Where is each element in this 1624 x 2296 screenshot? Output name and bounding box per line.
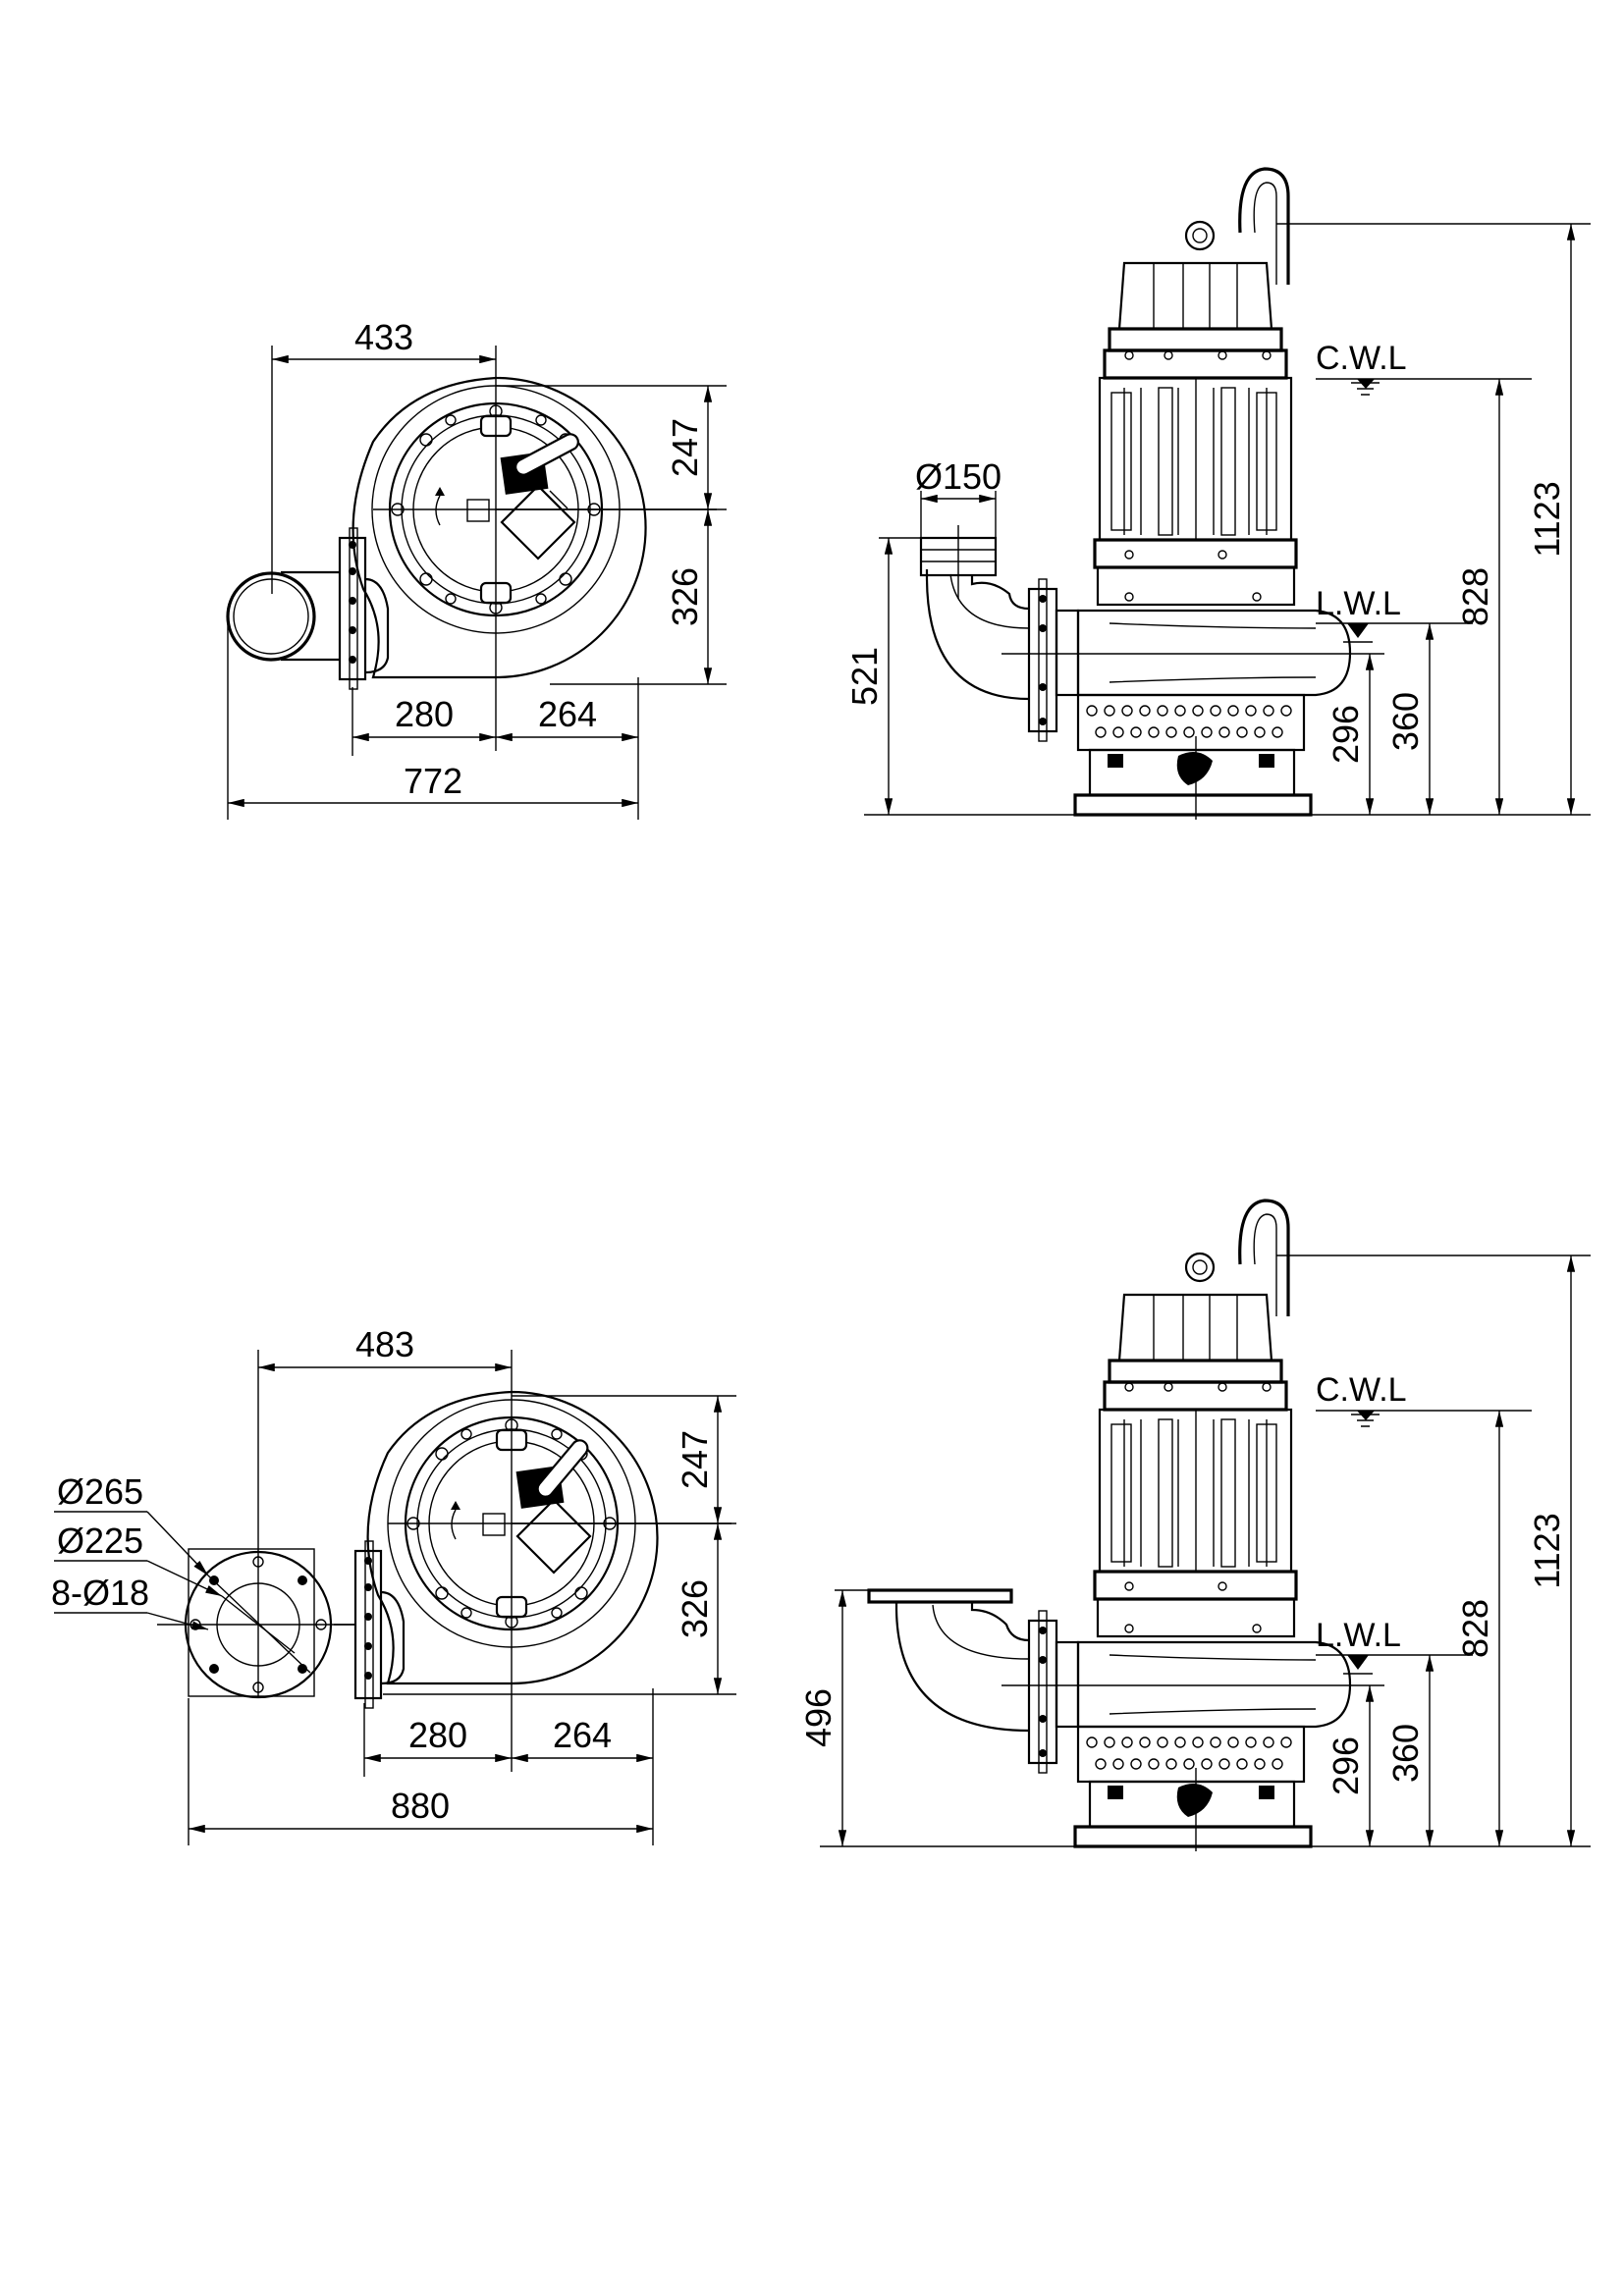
bottom-side-dim-496: 496 — [798, 1688, 839, 1747]
top-plan-view: 433 247 326 280 264 772 — [226, 317, 727, 820]
bottom-side-lwl-label: L.W.L — [1316, 1617, 1401, 1654]
top-side-dim-150: Ø150 — [915, 456, 1001, 497]
top-side-view: Ø150 521 C.W.L L.W.L 296 360 828 1123 — [844, 167, 1591, 820]
top-plan-dim-264: 264 — [538, 694, 597, 734]
top-plan-dim-280: 280 — [395, 694, 454, 734]
top-side-dim-521: 521 — [844, 647, 885, 706]
bottom-side-dim-828: 828 — [1455, 1599, 1495, 1658]
bottom-plan-dim-225: Ø225 — [57, 1521, 143, 1561]
bottom-plan-dim-483: 483 — [355, 1324, 414, 1364]
bottom-plan-dim-264: 264 — [553, 1715, 612, 1755]
top-plan-dim-247: 247 — [665, 418, 705, 477]
top-side-strainer-holes — [1086, 705, 1292, 738]
bottom-plan-dim-880: 880 — [391, 1786, 450, 1826]
bottom-side-strainer-holes — [1086, 1736, 1292, 1770]
bottom-side-dim-360: 360 — [1385, 1724, 1426, 1783]
top-side-dim-360: 360 — [1385, 692, 1426, 751]
top-side-lwl-label: L.W.L — [1316, 585, 1401, 622]
bottom-plan-dim-holes: 8-Ø18 — [51, 1573, 149, 1613]
top-plan-dim-433: 433 — [354, 317, 413, 357]
top-side-dim-296: 296 — [1326, 705, 1366, 764]
top-plan-dim-326: 326 — [665, 567, 705, 626]
top-side-cwl-label: C.W.L — [1316, 340, 1407, 377]
bottom-side-dim-1123: 1123 — [1527, 1513, 1567, 1588]
bottom-side-cwl-label: C.W.L — [1316, 1371, 1407, 1409]
bottom-plan-dim-265: Ø265 — [57, 1471, 143, 1512]
bottom-plan-dim-280: 280 — [408, 1715, 467, 1755]
bottom-plan-dim-326: 326 — [675, 1579, 715, 1638]
top-side-dim-1123: 1123 — [1527, 481, 1567, 557]
bottom-side-dim-296: 296 — [1326, 1736, 1366, 1795]
bottom-side-view: 496 C.W.L L.W.L 296 360 828 1123 — [798, 1199, 1591, 1851]
bottom-plan-dim-247: 247 — [675, 1430, 715, 1489]
top-side-dim-828: 828 — [1455, 567, 1495, 626]
top-plan-dim-772: 772 — [404, 761, 462, 801]
bottom-plan-view: Ø265 Ø225 8-Ø18 483 247 326 280 264 880 — [51, 1324, 736, 1845]
